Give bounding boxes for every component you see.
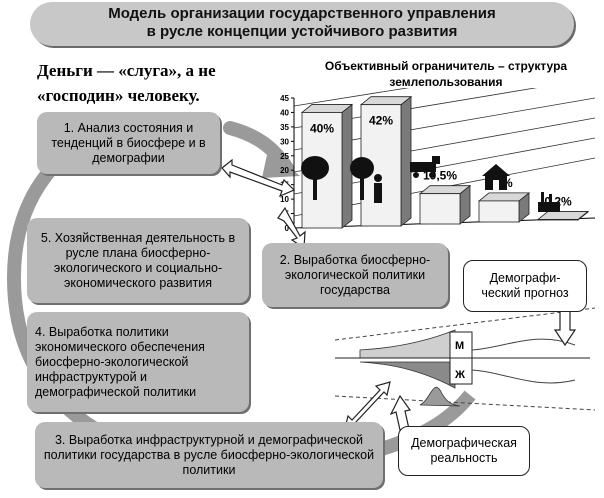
step-5-text: 5. Хозяйственная деятельность в русле пл… — [40, 230, 236, 290]
female-pyramid — [359, 361, 456, 389]
arrow-step1-chart — [221, 158, 296, 198]
forecast-upper-dashed — [334, 307, 596, 341]
arrow-reality-pyramid — [389, 394, 412, 431]
chart-gridline — [293, 88, 410, 107]
y-tick-label: 20 — [280, 166, 289, 175]
forecast-curve-lower — [471, 369, 576, 384]
reality-line-2: реальность — [430, 451, 498, 465]
harvester-icon — [410, 156, 440, 178]
factory-icon — [538, 192, 560, 212]
y-tick-label: 25 — [280, 152, 289, 161]
step-4-economic-support: 4. Выработка политики экономического обе… — [27, 312, 249, 412]
step-3-text: 3. Выработка инфраструктурной и демограф… — [43, 432, 375, 477]
forecast-line-2: ческий прогноз — [481, 286, 569, 300]
y-tick-label: 35 — [280, 123, 289, 132]
page-title: Модель организации государственного упра… — [30, 5, 574, 41]
female-label: Ж — [454, 369, 465, 381]
bar — [478, 200, 520, 223]
step-1-analysis: 1. Анализ состояния и тенденций в биосфе… — [37, 112, 220, 174]
y-tick-label: 45 — [280, 94, 289, 103]
motto: Деньги — «слуга», а не «господин» челове… — [37, 58, 237, 108]
reality-label: Демографическая реальность — [398, 426, 530, 476]
step-4-text: 4. Выработка политики экономического обе… — [35, 324, 205, 399]
title-line-2: в русле концепции устойчивого развития — [146, 23, 458, 40]
male-label: М — [455, 340, 464, 352]
chart-title-line-2: землепользования — [389, 75, 503, 89]
reality-peak — [419, 387, 461, 407]
chart-title-line-1: Объективный ограничитель – структура — [324, 59, 568, 73]
title-banner — [30, 2, 574, 46]
bar-value-label: 40% — [310, 121, 334, 135]
y-tick-label: 0 — [285, 224, 290, 233]
tree-and-person-icon — [350, 157, 382, 203]
forecast-line-1: Демографи- — [489, 271, 561, 285]
y-tick-label: 10 — [280, 195, 289, 204]
motto-line-2: «господин» человеку. — [37, 86, 200, 105]
chart-title: Объективный ограничитель – структура зем… — [296, 58, 596, 90]
arrow-chart-step2 — [277, 206, 306, 250]
reality-line-1: Демографическая — [411, 436, 517, 450]
y-tick-label: 30 — [280, 137, 289, 146]
y-tick-label: 40 — [280, 108, 289, 117]
step-2-policy: 2. Выработка биосферно-экологической пол… — [262, 243, 448, 307]
bar — [419, 193, 461, 225]
house-icon — [482, 164, 510, 190]
tree-icon — [301, 156, 329, 200]
cycle-arrowhead — [262, 150, 300, 178]
title-line-1: Модель организации государственного упра… — [108, 5, 496, 22]
step-1-text: 1. Анализ состояния и тенденций в биосфе… — [51, 120, 206, 165]
step-2-text: 2. Выработка биосферно-экологической пол… — [279, 252, 431, 297]
bar — [537, 219, 579, 221]
land-use-bar-chart: 05101520253035404540%42%10,5%7,3%0,2% — [280, 88, 596, 233]
step-3-infrastructure: 3. Выработка инфраструктурной и демограф… — [35, 422, 383, 488]
bar-value-label: 42% — [369, 114, 393, 128]
forecast-label: Демографи- ческий прогноз — [463, 260, 587, 312]
motto-line-1: Деньги — «слуга», а не — [37, 61, 216, 80]
step-5-economic-activity: 5. Хозяйственная деятельность в русле пл… — [27, 218, 249, 303]
